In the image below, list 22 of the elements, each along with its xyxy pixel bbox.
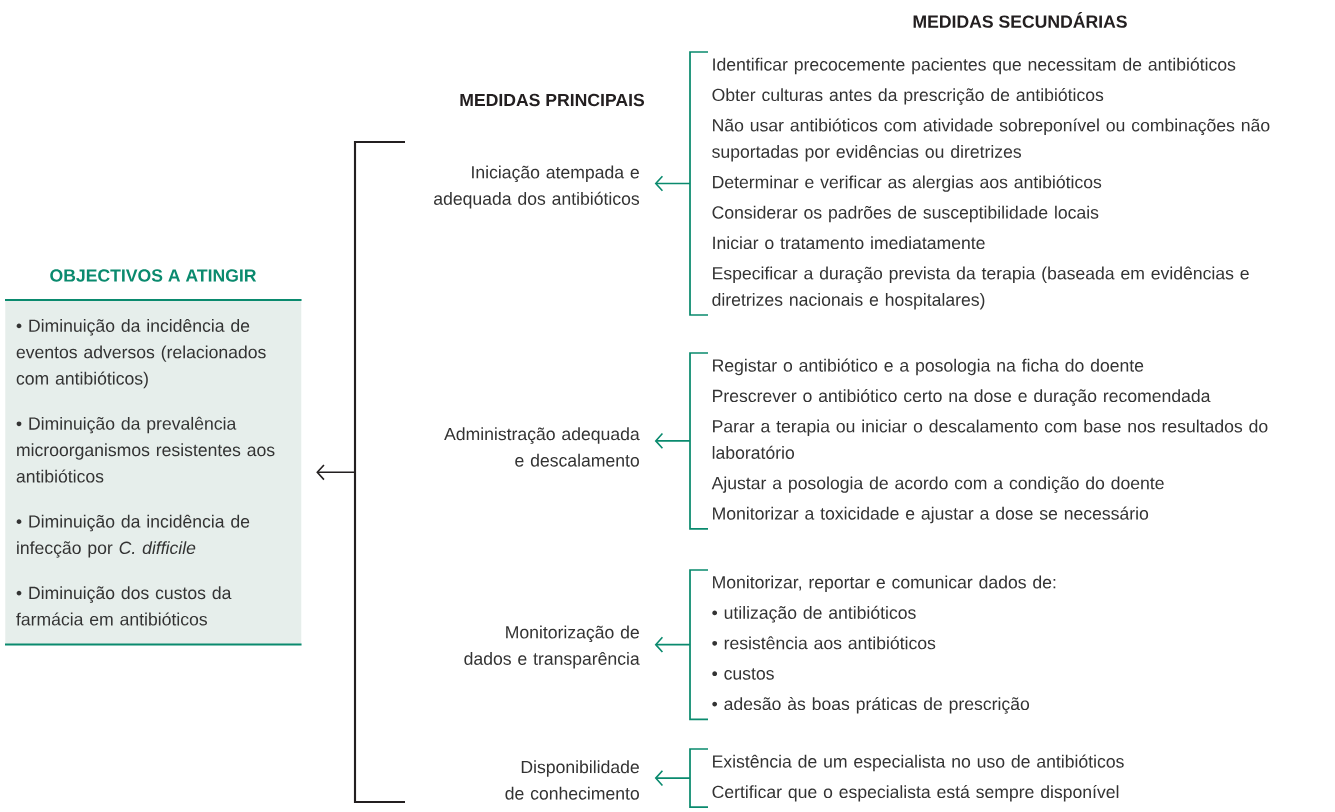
bracketed-list: Registar o antibiótico e a posologia na ficha do doente Prescrever o antibiótico certo na dose e duração recomendada Parar a terapia ou iniciar o descalamento com base nos resultados do laboratório Ajustar a posologia de acordo com a condição do doente Monitorizar a toxicidade e ajustar a dose se necessário — [689, 352, 1268, 530]
measure-label: Disponibilidade de conhecimento — [505, 760, 639, 800]
column-heading: MEDIDAS SECUNDÁRIAS — [913, 12, 1127, 28]
measure-label: Administração adequada e descalamento — [444, 427, 640, 467]
node-label: • Diminuição dos custos da farmácia em antibióticos — [16, 586, 232, 626]
bracket — [353, 140, 405, 804]
measure-label: Iniciação atempada e adequada dos antibióticos — [434, 165, 640, 209]
column-heading: MEDIDAS PRINCIPAIS — [460, 93, 645, 107]
arrow — [654, 175, 691, 192]
bracketed-list: Monitorizar, reportar e comunicar dados de: • utilização de antibióticos • resistência aos antibióticos • custos • adesão às boas práticas de prescrição — [689, 569, 1056, 721]
bracketed-list: Identificar precocemente pacientes que necessitam de antibióticos Obter culturas antes da prescrição de antibióticos Não usar antibióticos com atividade sobreponível ou combinações não suportadas por evidências ou diretrizes Determinar e verificar as alergias aos antibióticos Considerar os padrões de susceptibilidade locais Iniciar o tratamento imediatamente Especificar a duração prevista da terapia (baseada em evidências e diretrizes nacionais e hospitalares) — [689, 51, 1270, 316]
arrow — [654, 432, 691, 450]
bracketed-list: Existência de um especialista no uso de antibióticos Certificar que o especialista está sempre disponível — [689, 748, 1124, 809]
measure-label: Monitorização de dados e transparência — [464, 625, 640, 669]
node-label: • Diminuição da incidência de eventos adversos (relacionados com antibióticos) — [16, 318, 266, 389]
arrow — [316, 464, 356, 481]
arrow — [654, 769, 691, 787]
panel-heading: OBJECTIVOS A ATINGIR — [50, 269, 257, 282]
arrow — [654, 636, 691, 653]
node-label: • Diminuição da incidência de infecção por C. difficile — [16, 514, 250, 558]
node-label: • Diminuição da prevalência microorganismos resistentes aos antibióticos — [16, 416, 275, 483]
objectives-panel: • Diminuição da incidência de eventos adversos (relacionados com antibióticos) • Diminuição da prevalência microorganismos resistentes aos antibióticos • Diminuição da incidência de infecção por C. difficile • Diminuição dos custos da farmácia em antibióticos — [4, 299, 303, 646]
